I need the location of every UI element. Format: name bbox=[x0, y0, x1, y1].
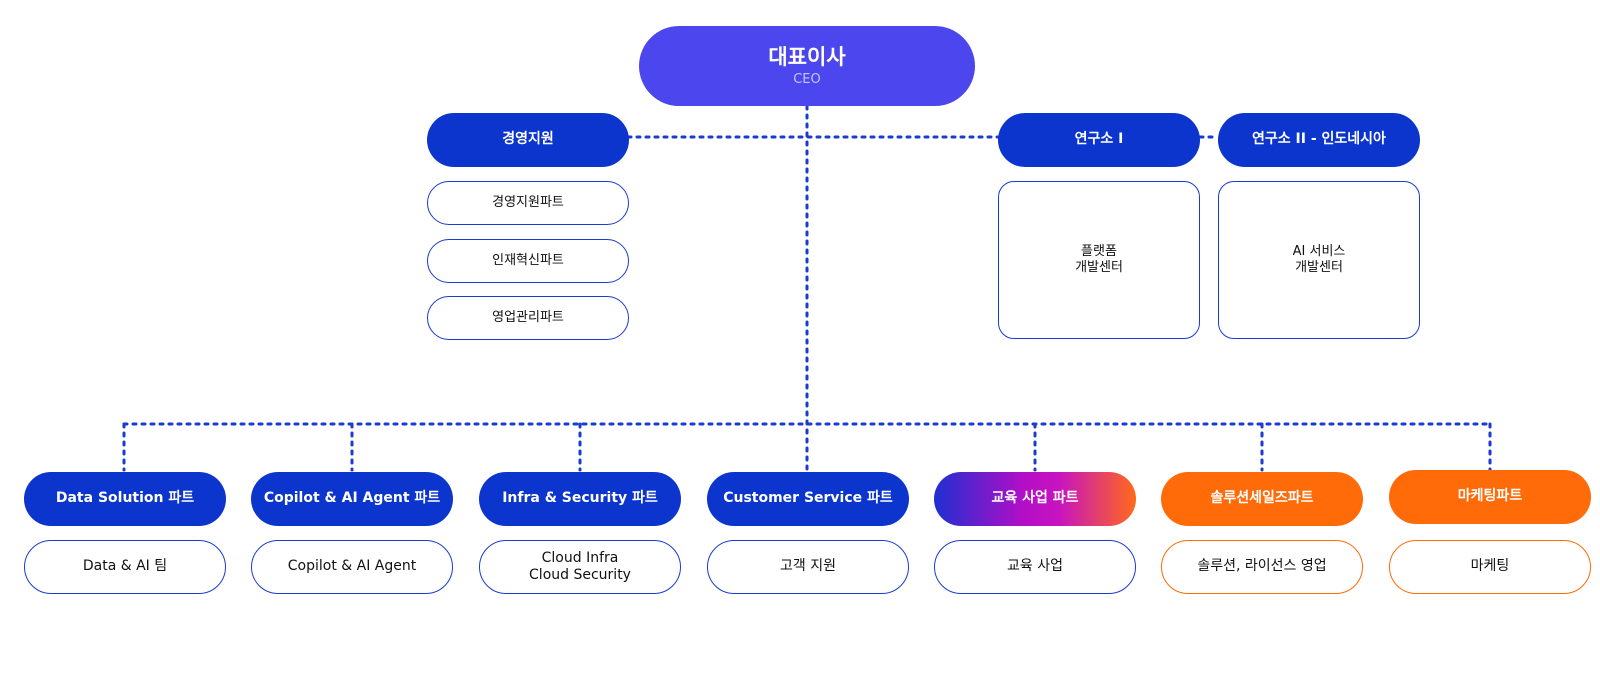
division-unit-label: 교육 사업 bbox=[1007, 558, 1063, 575]
lab-2-head: 연구소 II - 인도네시아 bbox=[1218, 113, 1420, 167]
division-unit-label: 고객 지원 bbox=[780, 558, 836, 575]
division-head-label: 교육 사업 파트 bbox=[991, 490, 1079, 507]
division-head-infra-security: Infra & Security 파트 bbox=[479, 472, 681, 526]
division-unit-customer-support: 고객 지원 bbox=[707, 540, 909, 594]
division-unit-education: 교육 사업 bbox=[934, 540, 1136, 594]
lab-1-center-label: 플랫폼 개발센터 bbox=[1075, 243, 1123, 275]
division-head-customer-service: Customer Service 파트 bbox=[707, 472, 909, 526]
management-part-1: 경영지원파트 bbox=[427, 181, 629, 225]
division-unit-label: Data & AI 팀 bbox=[82, 558, 168, 575]
division-head-education: 교육 사업 파트 bbox=[934, 472, 1136, 526]
division-unit-label: Copilot & AI Agent bbox=[287, 558, 417, 575]
ceo-node: 대표이사 CEO bbox=[639, 26, 975, 106]
lab-2-center-label: AI 서비스 개발센터 bbox=[1292, 243, 1346, 275]
division-head-label: Copilot & AI Agent 파트 bbox=[263, 490, 441, 507]
division-unit-label: 마케팅 bbox=[1470, 558, 1510, 575]
division-unit-label: Cloud Infra Cloud Security bbox=[529, 549, 631, 584]
management-part-label: 영업관리파트 bbox=[492, 309, 564, 325]
management-part-label: 경영지원파트 bbox=[492, 194, 564, 210]
division-head-data-solution: Data Solution 파트 bbox=[24, 472, 226, 526]
division-head-label: Data Solution 파트 bbox=[55, 490, 195, 507]
lab-2-head-label: 연구소 II - 인도네시아 bbox=[1252, 131, 1386, 148]
ceo-subtitle: CEO bbox=[793, 72, 821, 87]
division-head-label: Infra & Security 파트 bbox=[502, 490, 658, 507]
lab-1-head-label: 연구소 I bbox=[1074, 131, 1124, 148]
division-head-copilot: Copilot & AI Agent 파트 bbox=[251, 472, 453, 526]
division-head-label: 솔루션세일즈파트 bbox=[1210, 490, 1314, 507]
management-part-label: 인재혁신파트 bbox=[492, 252, 564, 268]
management-part-3: 영업관리파트 bbox=[427, 296, 629, 340]
ceo-title: 대표이사 bbox=[768, 44, 846, 69]
management-part-2: 인재혁신파트 bbox=[427, 239, 629, 283]
division-unit-label: 솔루션, 라이선스 영업 bbox=[1197, 558, 1327, 575]
division-unit-copilot: Copilot & AI Agent bbox=[251, 540, 453, 594]
lab-1-center: 플랫폼 개발센터 bbox=[998, 181, 1200, 339]
division-head-marketing: 마케팅파트 bbox=[1389, 470, 1591, 524]
division-unit-cloud: Cloud Infra Cloud Security bbox=[479, 540, 681, 594]
lab-1-head: 연구소 I bbox=[998, 113, 1200, 167]
management-head: 경영지원 bbox=[427, 113, 629, 167]
lab-2-center: AI 서비스 개발센터 bbox=[1218, 181, 1420, 339]
division-unit-solution-sales: 솔루션, 라이선스 영업 bbox=[1161, 540, 1363, 594]
division-head-label: Customer Service 파트 bbox=[723, 490, 893, 507]
division-unit-data-ai: Data & AI 팀 bbox=[24, 540, 226, 594]
division-head-solution-sales: 솔루션세일즈파트 bbox=[1161, 472, 1363, 526]
division-head-label: 마케팅파트 bbox=[1457, 488, 1523, 505]
division-unit-marketing: 마케팅 bbox=[1389, 540, 1591, 594]
management-head-label: 경영지원 bbox=[502, 131, 554, 148]
